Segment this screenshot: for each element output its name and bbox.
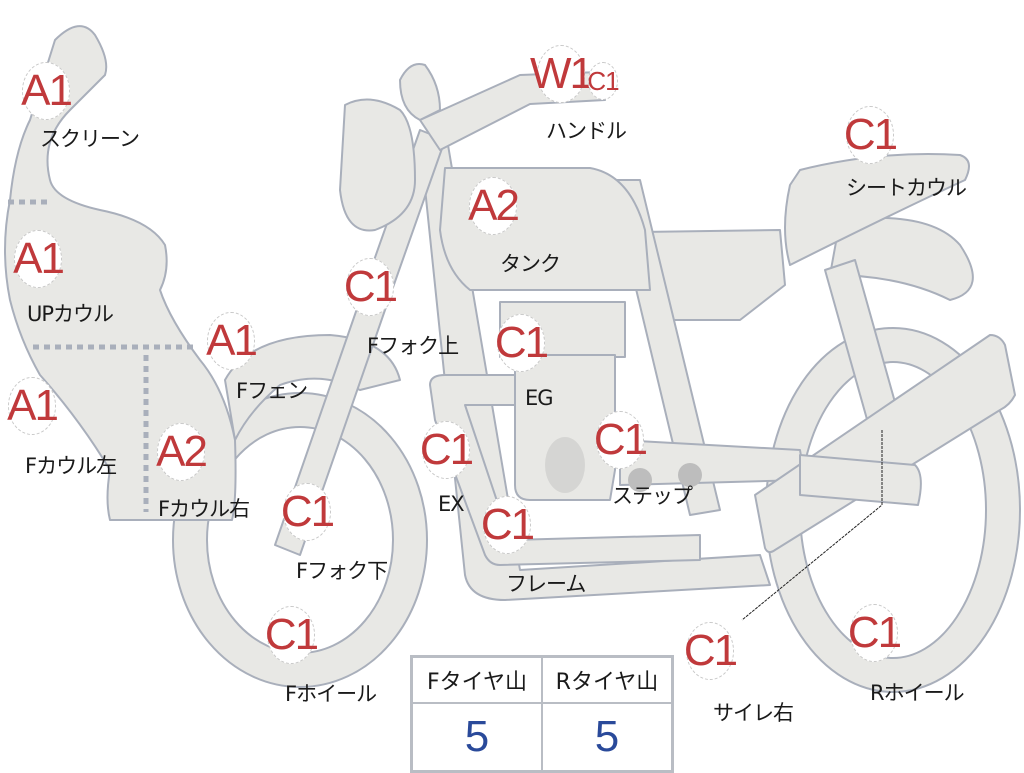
part-label-step: ステップ (612, 484, 693, 508)
grade-badge-handle[interactable]: W1 (530, 45, 594, 103)
part-label-engine: EG (525, 386, 554, 410)
seat-cowl-shape[interactable] (784, 153, 970, 266)
part-label-exhaust: EX (438, 492, 465, 516)
part-label-r-wheel: Rホイール (870, 681, 965, 705)
grade-badge-step[interactable]: C1 (594, 411, 648, 469)
part-label-seat-cowl: シートカウル (846, 176, 967, 200)
callout-line (741, 430, 883, 621)
tire-header-rear: Rタイヤ山 (541, 655, 674, 704)
rear-fender-shape[interactable] (829, 216, 974, 301)
headlight-shape[interactable] (339, 98, 416, 232)
grade-badge-frame[interactable]: C1 (481, 496, 535, 554)
part-label-f-fender: Fフェン (236, 379, 308, 403)
part-label-screen: スクリーン (40, 127, 140, 151)
part-label-tank: タンク (500, 252, 561, 276)
tire-value-front: 5 (410, 702, 543, 773)
part-label-up-cowl: UPカウル (27, 302, 114, 326)
grade-badge-tank[interactable]: A2 (468, 177, 520, 235)
part-label-frame: フレーム (506, 572, 586, 596)
cowl-shape[interactable] (4, 25, 237, 521)
part-label-f-fork-lower: Fフォク下 (296, 559, 388, 583)
engine-block-shape[interactable] (514, 354, 616, 501)
tire-tread-table: Fタイヤ山 Rタイヤ山 5 5 (410, 655, 674, 773)
tire-header-front: Fタイヤ山 (410, 655, 543, 704)
part-label-f-fork-upper: Fフォク上 (367, 334, 459, 358)
grade-badge-screen[interactable]: A1 (21, 62, 73, 120)
part-label-f-cowl-left: Fカウル左 (25, 454, 117, 478)
tire-value-rear: 5 (541, 702, 674, 773)
grade-badge-muffler-right[interactable]: C1 (684, 622, 738, 680)
grade-badge-f-fender[interactable]: A1 (206, 312, 258, 370)
grade-badge-exhaust[interactable]: C1 (420, 421, 474, 479)
grade-badge-f-fork-upper[interactable]: C1 (344, 258, 398, 316)
grade-badge-up-cowl[interactable]: A1 (13, 230, 65, 288)
grade-badge-f-cowl-right[interactable]: A2 (156, 423, 208, 481)
grade-badge-f-cowl-left[interactable]: A1 (7, 377, 59, 435)
grade-badge-seat-cowl[interactable]: C1 (844, 106, 898, 164)
muffler-shape[interactable] (754, 334, 1016, 554)
grade-badge-handle-secondary[interactable]: C1 (587, 62, 620, 100)
grade-badge-engine[interactable]: C1 (495, 314, 549, 372)
part-label-f-cowl-right: Fカウル右 (158, 497, 250, 521)
grade-badge-f-wheel[interactable]: C1 (265, 606, 319, 664)
part-label-handle: ハンドル (546, 119, 627, 143)
grade-badge-f-fork-lower[interactable]: C1 (281, 483, 335, 541)
part-label-muffler-right: サイレ右 (713, 701, 794, 725)
part-label-f-wheel: Fホイール (285, 682, 377, 706)
grade-badge-r-wheel[interactable]: C1 (848, 604, 902, 662)
